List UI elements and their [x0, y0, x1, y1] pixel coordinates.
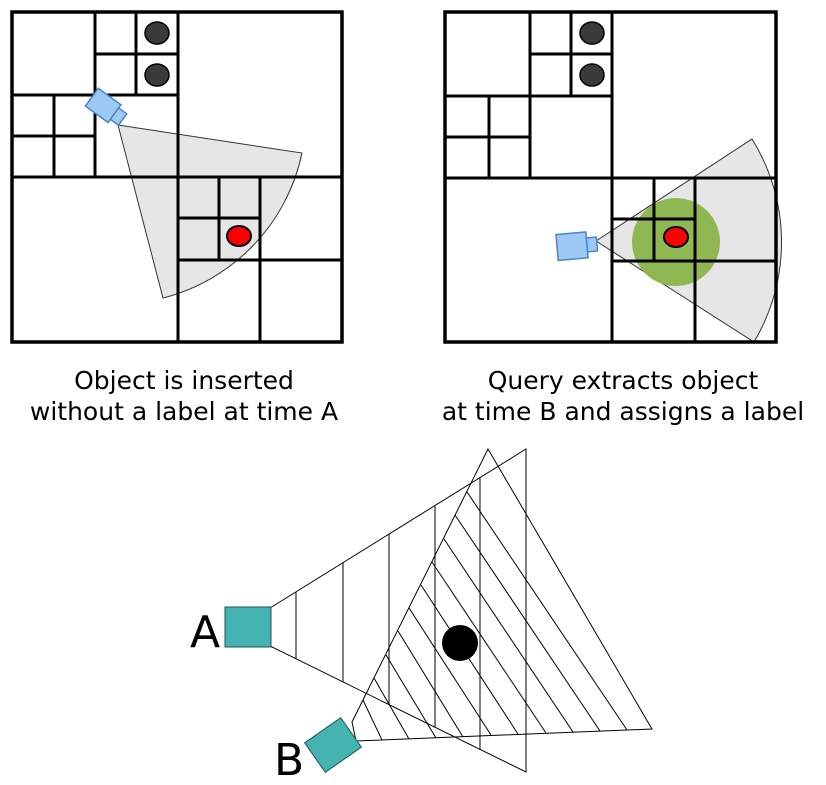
panel-b-extracted-object — [663, 226, 689, 248]
camera-a-icon — [224, 606, 272, 648]
camera-a-label: A — [190, 607, 220, 658]
overlap-object — [442, 625, 478, 661]
camera-a-view-cone — [269, 448, 527, 773]
panel-a: Object is inserted without a label at ti… — [10, 10, 344, 426]
overlap-diagram: A B — [190, 447, 653, 785]
camera-b-view-cone — [351, 447, 653, 742]
panel-a-caption-line1: Object is inserted — [74, 366, 294, 395]
panel-a-boundary — [10, 10, 344, 344]
panel-b-caption-line2: at time B and assigns a label — [442, 397, 804, 426]
panel-b-caption-line1: Query extracts object — [488, 366, 759, 395]
panel-a-quadtree — [12, 12, 342, 342]
panel-a-stored-object — [144, 63, 170, 87]
panel-b-stored-object — [579, 21, 605, 45]
panel-a-caption-line2: without a label at time A — [30, 397, 338, 426]
panel-b-camera-icon — [555, 231, 599, 262]
camera-b-hatching — [362, 491, 628, 741]
panel-a-inserted-object — [226, 225, 252, 247]
camera-a-hatching — [295, 477, 481, 749]
panel-a-camera-icon — [84, 87, 128, 127]
camera-b-label: B — [274, 735, 304, 785]
panel-b-quadtree — [445, 12, 776, 342]
panel-a-camera-cone — [117, 124, 303, 299]
camera-b-icon — [303, 716, 363, 774]
panel-b-boundary — [443, 10, 778, 344]
panel-a-stored-object — [144, 21, 170, 45]
panel-b-stored-object — [579, 63, 605, 87]
panel-b: Query extracts object at time B and assi… — [442, 10, 804, 426]
